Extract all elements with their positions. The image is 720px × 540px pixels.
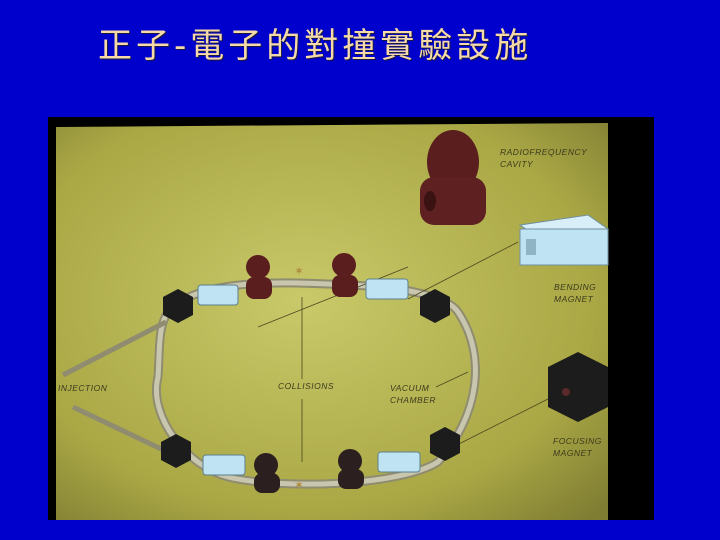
storage-ring-diagram: ✶ ✶ RADIOFREQUENCY CAVITY BENDING MAGNET… [56,117,654,520]
bending-magnet-illustration [518,214,610,266]
focusing-magnet-label: FOCUSING [553,436,602,446]
slide-title: 正子-電子的對撞實驗設施 [98,26,533,66]
rf-cavity-label: RADIOFREQUENCY [500,147,588,157]
rf-cavities-ring [246,253,358,299]
rf-cavity-illustration [420,130,486,225]
injection-line-top [61,319,168,378]
injection-line-bottom [71,404,180,460]
storage-ring-photo: ✶ ✶ RADIOFREQUENCY CAVITY BENDING MAGNET… [48,117,654,520]
bending-magnet-boxes [197,278,421,476]
collision-burst-bottom: ✶ [294,478,304,492]
rf-cavity-label-2: CAVITY [500,159,534,169]
focusing-magnet-illustration [548,352,608,422]
bending-magnet-label: BENDING [554,282,596,292]
bending-magnet-label-2: MAGNET [554,294,594,304]
vacuum-chamber-label-2: CHAMBER [390,395,436,405]
focusing-magnet-label-2: MAGNET [553,448,593,458]
vacuum-chamber-label: VACUUM [390,383,430,393]
collisions-label: COLLISIONS [278,381,334,391]
injection-label: INJECTION [58,383,108,393]
rf-cavities-ring-bottom [254,449,364,493]
collision-burst-top: ✶ [294,264,304,278]
focusing-magnet-hexes [161,289,460,468]
paper-background [56,123,608,520]
